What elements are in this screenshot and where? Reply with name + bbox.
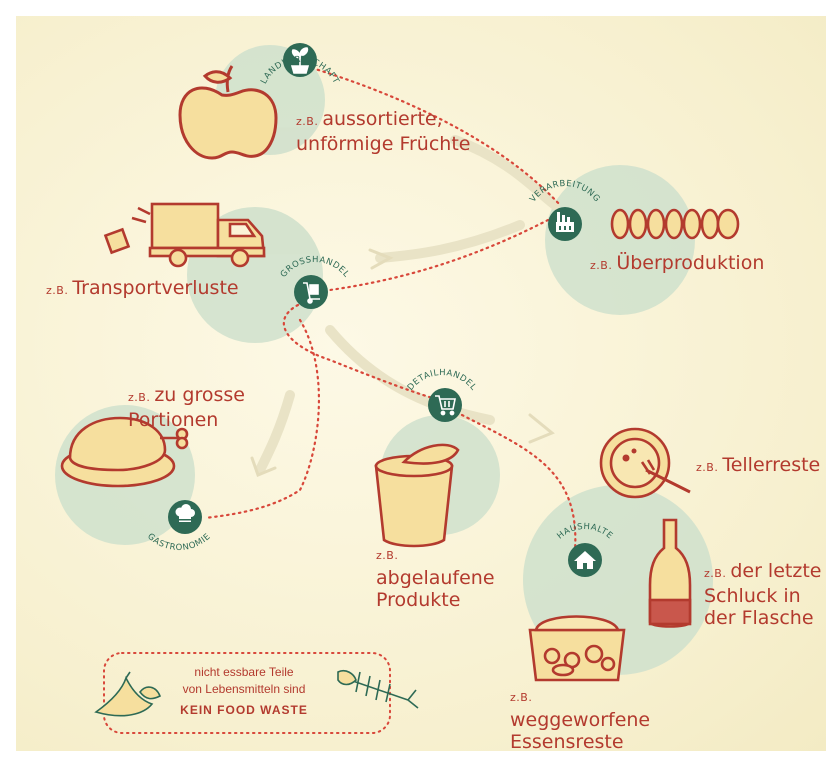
example-fruechte-text: aussortierte, unförmige Früchte: [296, 108, 471, 155]
notice-line-1: nicht essbare Teile: [194, 665, 294, 679]
flow-arrow-1: [450, 135, 560, 210]
truck-icon: [103, 202, 266, 268]
example-prefix: z.B.: [696, 461, 719, 474]
fish-bone-icon: [337, 669, 419, 709]
example-tellerreste: z.B.Tellerreste: [696, 454, 820, 479]
stage-label-gastronomie: GASTRONOMIE: [145, 532, 212, 553]
plant-icon: [290, 47, 310, 74]
svg-text:GASTRONOMIE: GASTRONOMIE: [145, 532, 213, 553]
example-portionen: z.B.zu grosse Portionen: [128, 384, 278, 431]
hand-truck-icon: [303, 282, 320, 304]
yogurt-cup-icon: [374, 443, 460, 548]
example-prefix: z.B.: [128, 391, 151, 404]
connector-grosshandel-detailhandel: [282, 303, 442, 402]
example-schluck-text: der letzte Schluck in der Flasche: [704, 560, 822, 629]
flow-arrow-2: [375, 220, 525, 263]
example-prefix: z.B.: [296, 115, 319, 128]
food-container-icon: [528, 615, 626, 682]
example-prefix: z.B.: [46, 284, 69, 297]
example-ueberproduktion-text: Überproduktion: [616, 252, 765, 274]
example-tellerreste-text: Tellerreste: [722, 454, 821, 476]
chef-hat-icon: [175, 504, 195, 522]
example-transport-text: Transportverluste: [72, 277, 239, 299]
house-icon: [574, 551, 596, 569]
notice-text: nicht essbare Teile von Lebensmitteln si…: [178, 664, 310, 717]
example-fruechte: z.B.aussortierte, unförmige Früchte: [296, 108, 470, 155]
example-ueberproduktion: z.B.Überproduktion: [590, 252, 764, 277]
apple-icon: [178, 65, 278, 160]
sliced-food-icon: [610, 208, 740, 240]
example-portionen-text: zu grosse Portionen: [128, 384, 245, 431]
bottle-icon: [648, 518, 692, 628]
notice-line-2: von Lebensmitteln sind: [182, 682, 306, 696]
example-prefix: z.B.: [704, 567, 727, 580]
connector-landwirtschaft-verarbeitung: [310, 66, 562, 207]
example-abgelaufen: z.B. abgelaufene Produkte: [376, 542, 495, 611]
connector-grosshandel-gastronomie: [203, 318, 320, 520]
connector-verarbeitung-grosshandel: [328, 218, 550, 292]
banana-peel-icon: [94, 671, 162, 717]
shopping-cart-icon: [435, 395, 456, 416]
example-prefix: z.B.: [510, 691, 533, 704]
flow-arrow-3: [325, 325, 495, 425]
example-essensreste: z.B. weggeworfene Essensreste: [510, 684, 650, 753]
factory-icon: [556, 212, 574, 232]
example-schluck: z.B.der letzte Schluck in der Flasche: [704, 560, 828, 629]
roast-chicken-icon: [60, 416, 189, 488]
example-essensreste-text: weggeworfene Essensreste: [510, 709, 651, 753]
flow-arrow-4: [255, 390, 295, 475]
example-abgelaufen-text: abgelaufene Produkte: [376, 567, 495, 611]
example-prefix: z.B.: [590, 259, 613, 272]
blob-verarbeitung: [545, 165, 695, 315]
plate-icon: [599, 427, 691, 499]
notice-line-3: KEIN FOOD WASTE: [180, 703, 308, 717]
connector-detailhandel-haushalte: [460, 413, 577, 552]
example-prefix: z.B.: [376, 549, 399, 562]
example-transport: z.B.Transportverluste: [46, 277, 239, 302]
